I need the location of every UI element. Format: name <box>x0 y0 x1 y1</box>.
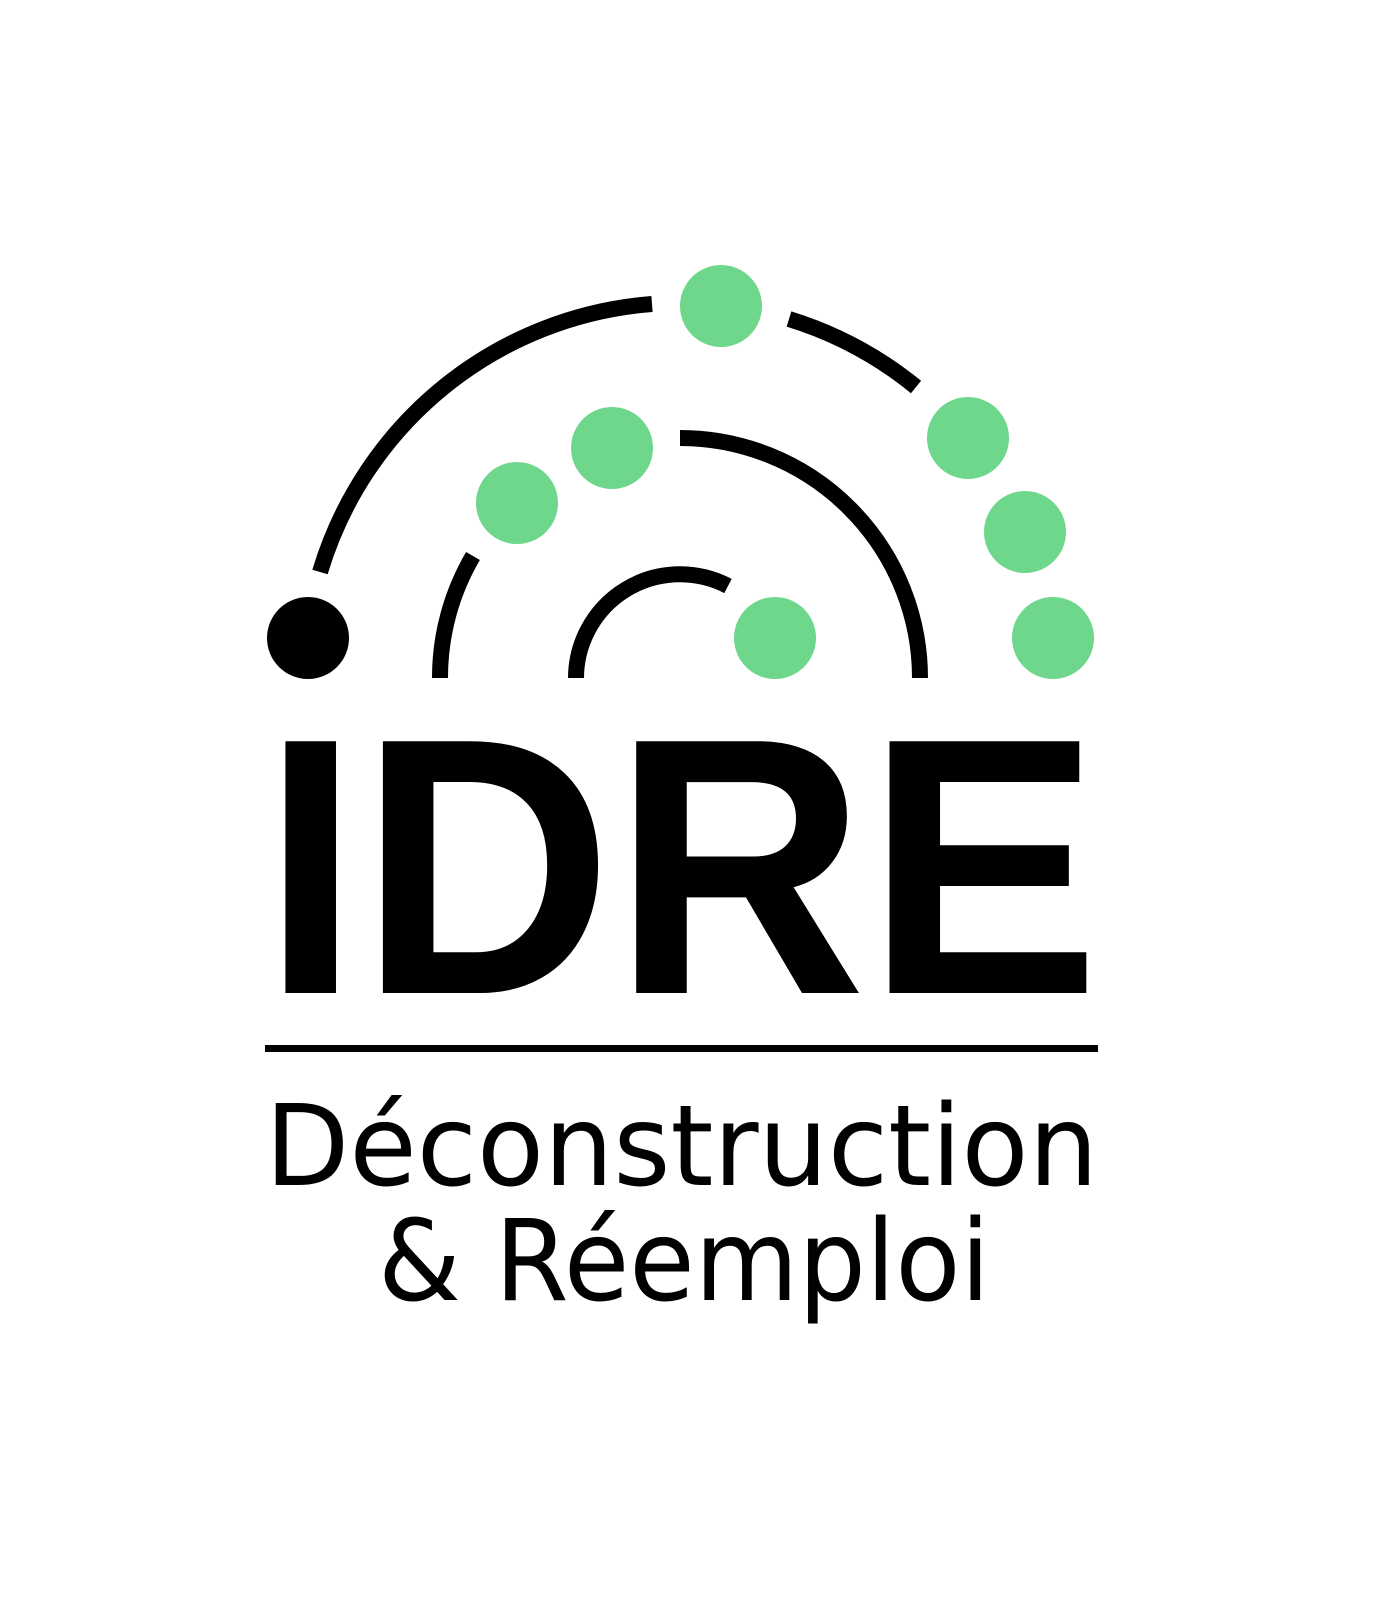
outer-arc-right <box>786 311 922 394</box>
tagline-line1: Déconstruction <box>265 1082 1098 1212</box>
divider <box>265 1045 1098 1052</box>
middle-arc-left <box>431 551 480 679</box>
green-dot <box>680 265 762 347</box>
middle-arc-right <box>679 430 928 679</box>
logo-dots <box>267 265 1094 679</box>
green-dot <box>1012 597 1094 679</box>
green-dot <box>984 491 1066 573</box>
black-dot <box>267 597 349 679</box>
wordmark: IDRE <box>262 662 1100 1071</box>
outer-arc-left <box>312 296 653 575</box>
green-dot <box>476 462 558 544</box>
green-dot <box>927 397 1009 479</box>
logo-emblem <box>312 296 928 679</box>
inner-arc <box>568 566 732 679</box>
green-dot <box>734 597 816 679</box>
green-dot <box>571 407 653 489</box>
tagline-line2: & Réemploi <box>378 1197 990 1327</box>
